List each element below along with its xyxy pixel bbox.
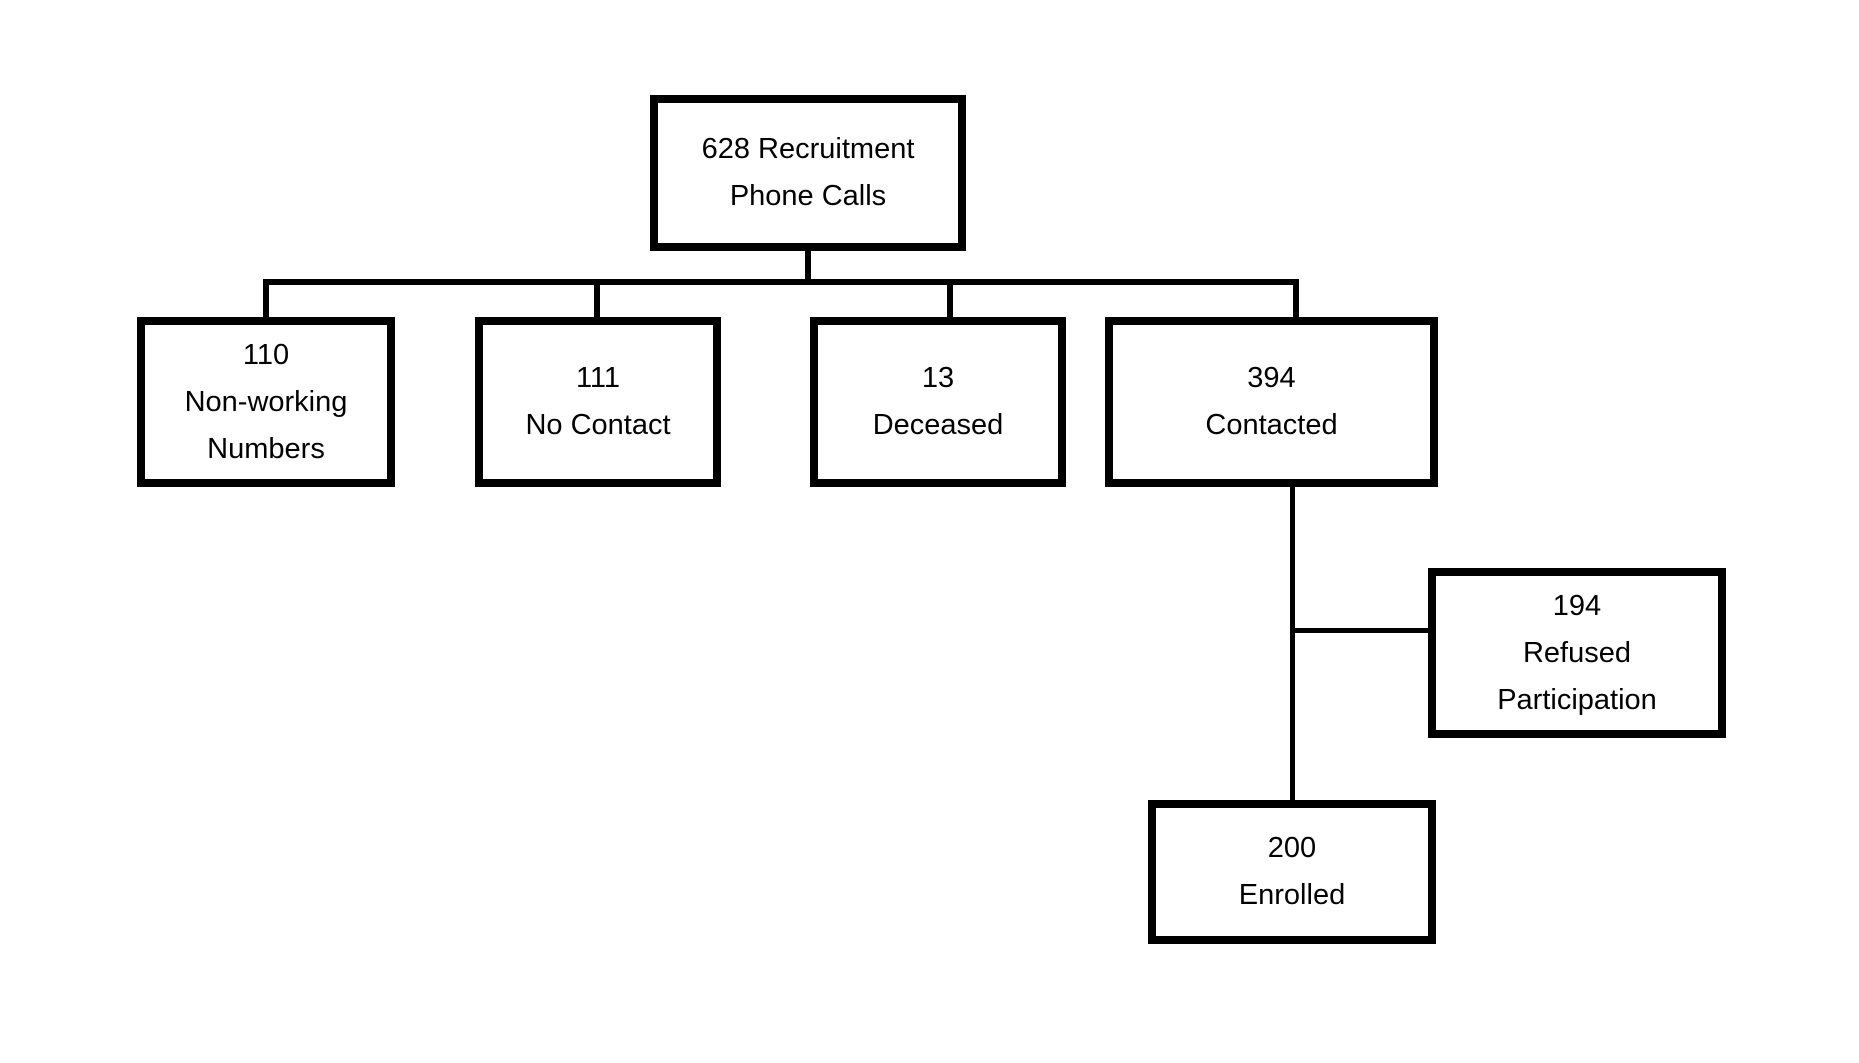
- connector-branch-to-refused: [1290, 628, 1432, 633]
- connector-drop-non-working: [263, 279, 269, 319]
- node-text-line: Non-working: [184, 385, 348, 418]
- node-text-line: Participation: [1497, 683, 1657, 716]
- node-count: 110: [242, 338, 290, 371]
- node-count: 111: [575, 362, 621, 394]
- node-text-line: Refused: [1522, 636, 1631, 669]
- connector-drop-contacted: [1293, 279, 1299, 319]
- node-text-line: Deceased: [872, 409, 1004, 441]
- node-enrolled: 200 Enrolled: [1148, 800, 1436, 944]
- node-text-line: Contacted: [1205, 409, 1338, 441]
- connector-drop-no-contact: [594, 279, 600, 319]
- connector-drop-deceased: [947, 279, 953, 319]
- node-contacted: 394 Contacted: [1105, 317, 1438, 487]
- node-text-line: Enrolled: [1238, 879, 1346, 911]
- node-text-line: No Contact: [525, 409, 671, 441]
- connector-top-rail: [263, 279, 1299, 285]
- node-text-line: Phone Calls: [729, 180, 887, 212]
- node-recruitment-phone-calls: 628 Recruitment Phone Calls: [650, 95, 966, 251]
- node-count: 394: [1247, 362, 1296, 394]
- node-non-working-numbers: 110 Non-working Numbers: [137, 317, 395, 487]
- connector-root-stub: [805, 248, 811, 285]
- node-no-contact: 111 No Contact: [475, 317, 721, 487]
- node-deceased: 13 Deceased: [810, 317, 1066, 487]
- node-text-line: Numbers: [207, 432, 325, 465]
- node-text-line: 628 Recruitment: [701, 133, 915, 165]
- node-refused-participation: 194 Refused Participation: [1428, 568, 1726, 738]
- node-count: 200: [1267, 832, 1317, 864]
- node-count: 194: [1552, 589, 1602, 622]
- connector-contacted-to-enrolled: [1290, 485, 1295, 802]
- node-count: 13: [921, 362, 955, 394]
